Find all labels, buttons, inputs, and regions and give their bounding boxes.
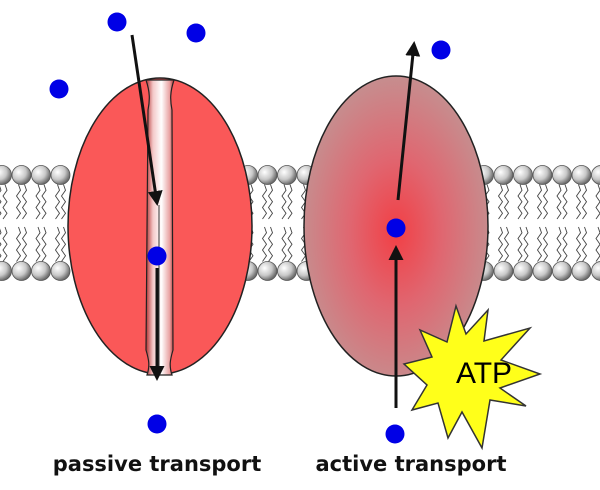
lipid-tail: [248, 226, 254, 262]
lipid-tail: [41, 184, 47, 220]
passive-channel-pore: [145, 79, 175, 376]
lipid-head: [493, 165, 514, 185]
lipid-tail: [542, 226, 549, 262]
lipid-tail: [41, 226, 47, 262]
lipid-tail: [15, 226, 22, 262]
transport-arrows: [130, 34, 421, 408]
lipid-tail: [503, 226, 510, 262]
molecule-dot: [49, 79, 69, 99]
active-exit-arrow: [396, 41, 421, 201]
lipid-head: [257, 165, 278, 185]
lipid-tail: [35, 184, 41, 220]
molecule-dot: [431, 40, 451, 60]
lipid-tail: [0, 228, 2, 259]
lipid-head: [571, 165, 592, 185]
lipid-tail: [261, 184, 268, 220]
lipid-tail: [523, 184, 529, 220]
lipid-head: [513, 165, 533, 185]
lipid-tail: [575, 184, 582, 220]
lipid-tail: [497, 226, 504, 262]
lipid-head: [571, 261, 592, 281]
lipid-head: [11, 165, 32, 185]
lipid-tail: [60, 226, 67, 262]
lipid-tail: [287, 226, 293, 262]
lipid-tail: [21, 226, 28, 262]
lipid-tail: [2, 184, 8, 220]
lipid-head: [552, 165, 572, 185]
lipid-head: [0, 261, 12, 281]
lipid-tail: [517, 184, 523, 220]
lipid-tail: [281, 226, 287, 262]
lipid-tail: [562, 226, 568, 262]
atp-starburst: ATP: [402, 303, 543, 451]
lipid-tail: [581, 226, 588, 262]
lipid-tail: [267, 184, 274, 220]
lipid-tail: [575, 226, 582, 262]
molecule-dot: [147, 414, 167, 434]
lipid-tail: [581, 184, 588, 220]
lipid-tail: [595, 226, 600, 262]
lipid-head: [50, 165, 71, 185]
atp-star-icon: [402, 303, 543, 451]
lipid-tail: [503, 184, 510, 220]
lipid-tail: [281, 184, 287, 220]
lipid-head: [50, 261, 71, 281]
lipid-tail: [60, 184, 67, 220]
lipid-tail: [556, 226, 562, 262]
atp-label: ATP: [456, 357, 512, 390]
lipid-tail: [523, 226, 529, 262]
lipid-tail: [517, 226, 523, 262]
molecules: [49, 12, 451, 444]
lipid-tail: [542, 184, 549, 220]
passive-transport-label: passive transport: [53, 452, 262, 476]
lipid-head: [11, 261, 32, 281]
lipid-tail: [261, 226, 268, 262]
lipid-tail: [21, 184, 28, 220]
lipid-tail: [595, 184, 600, 220]
lipid-tail: [54, 184, 61, 220]
lipid-tail: [536, 184, 543, 220]
lipid-tail: [2, 226, 8, 262]
lipid-tail: [484, 184, 490, 220]
lipid-tail: [15, 184, 22, 220]
lipid-tail: [484, 226, 490, 262]
molecule-dot: [107, 12, 127, 32]
lipid-tail: [35, 226, 41, 262]
lipid-tail: [54, 226, 61, 262]
lipid-head: [552, 261, 572, 281]
lipid-head: [277, 165, 297, 185]
lipid-head: [31, 165, 51, 185]
molecule-dot: [147, 246, 167, 266]
lipid-bilayer: [0, 165, 600, 281]
molecule-dot: [186, 23, 206, 43]
lipid-head: [257, 261, 278, 281]
lipid-tail: [497, 184, 504, 220]
lipid-tail: [556, 184, 562, 220]
lipid-head: [591, 261, 600, 281]
lipid-tail: [248, 184, 254, 220]
lipid-tail: [0, 186, 2, 216]
lipid-head: [31, 261, 51, 281]
lipid-head: [0, 165, 12, 185]
lipid-head: [532, 165, 553, 185]
lipid-tail: [562, 184, 568, 220]
active-transport-label: active transport: [316, 452, 507, 476]
molecule-dot: [385, 424, 405, 444]
lipid-tail: [536, 226, 543, 262]
passive-entry-arrow: [130, 34, 163, 206]
lipid-head: [591, 165, 600, 185]
lipid-head: [513, 261, 533, 281]
lipid-head: [532, 261, 553, 281]
lipid-head: [277, 261, 297, 281]
passive-channel-protein: [67, 77, 253, 376]
lipid-head: [493, 261, 514, 281]
lipid-tail: [287, 184, 293, 220]
lipid-tail: [267, 226, 274, 262]
molecule-dot: [386, 218, 406, 238]
